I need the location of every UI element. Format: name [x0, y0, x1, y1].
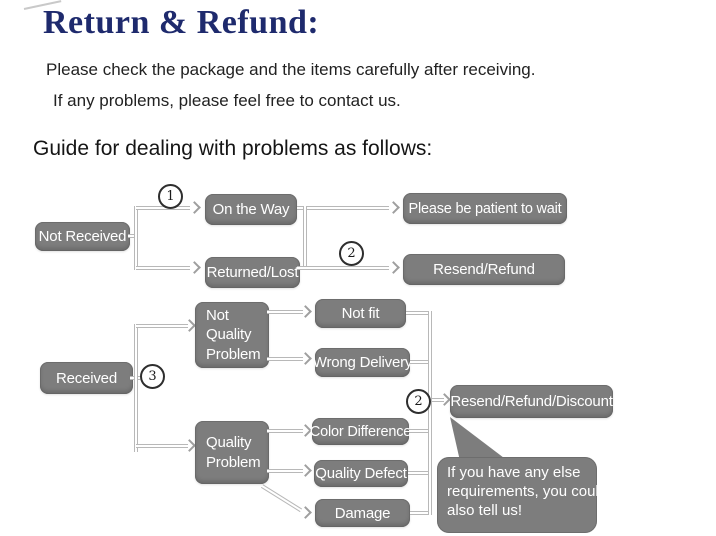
- arrow-right-icon: [188, 201, 201, 214]
- page-title: Return & Refund:: [43, 4, 320, 41]
- arrow-right-icon: [299, 464, 312, 477]
- arrow-right-icon: [438, 393, 451, 406]
- connector: [267, 310, 303, 314]
- node-quality-problem: Quality Problem: [195, 421, 269, 484]
- connector: [428, 311, 432, 515]
- node-be-patient: Please be patient to wait: [403, 193, 567, 224]
- arrow-right-icon: [387, 201, 400, 214]
- node-not-quality-problem: Not Quality Problem: [195, 302, 269, 368]
- connector: [267, 357, 303, 361]
- connector: [410, 511, 432, 515]
- connector: [408, 471, 432, 475]
- step-marker-2: 2: [406, 389, 431, 414]
- arrow-right-icon: [299, 305, 312, 318]
- connector: [297, 266, 389, 270]
- connector: [432, 398, 444, 402]
- node-not-fit: Not fit: [315, 299, 406, 328]
- connector: [267, 469, 303, 473]
- step-marker-3: 3: [140, 364, 165, 389]
- arrow-right-icon: [188, 261, 201, 274]
- node-quality-defect: Quality Defect: [314, 460, 408, 487]
- bubble-line: If you have any else: [447, 464, 581, 481]
- step-marker-2: 2: [339, 241, 364, 266]
- connector: [409, 429, 432, 433]
- arrow-right-icon: [387, 261, 400, 274]
- connector: [136, 444, 188, 448]
- intro-line-1: Please check the package and the items c…: [46, 60, 536, 79]
- connector: [260, 484, 303, 513]
- node-wrong-delivery: Wrong Delivery: [313, 348, 412, 377]
- node-not-received: Not Received: [35, 222, 130, 251]
- node-on-the-way: On the Way: [205, 194, 297, 225]
- node-color-difference: Color Difference: [310, 418, 411, 445]
- connector: [267, 429, 303, 433]
- node-resend-refund-discount: Resend/Refund/Discount: [450, 385, 613, 418]
- node-received: Received: [40, 362, 133, 394]
- intro-line-2: If any problems, please feel free to con…: [53, 91, 401, 110]
- connector: [134, 206, 138, 270]
- speech-bubble-tail: [443, 413, 513, 463]
- connector: [297, 206, 389, 210]
- bubble-line: requirements, you could: [447, 482, 608, 500]
- arrow-right-icon: [299, 352, 312, 365]
- connector: [128, 234, 138, 238]
- step-marker-1: 1: [158, 184, 183, 209]
- bubble-line: also tell us!: [447, 501, 523, 519]
- connector: [136, 266, 190, 270]
- connector: [136, 324, 188, 328]
- node-damage: Damage: [315, 499, 410, 527]
- arrow-right-icon: [183, 439, 196, 452]
- speech-bubble-note: If you have any else requirements, you c…: [437, 457, 608, 533]
- guide-heading: Guide for dealing with problems as follo…: [33, 137, 433, 160]
- arrow-right-icon: [183, 319, 196, 332]
- node-resend-refund: Resend/Refund: [403, 254, 565, 285]
- node-returned-lost: Returned/Lost: [205, 257, 300, 288]
- connector: [303, 206, 307, 270]
- connector: [134, 324, 138, 452]
- connector: [406, 311, 432, 315]
- connector: [410, 360, 432, 364]
